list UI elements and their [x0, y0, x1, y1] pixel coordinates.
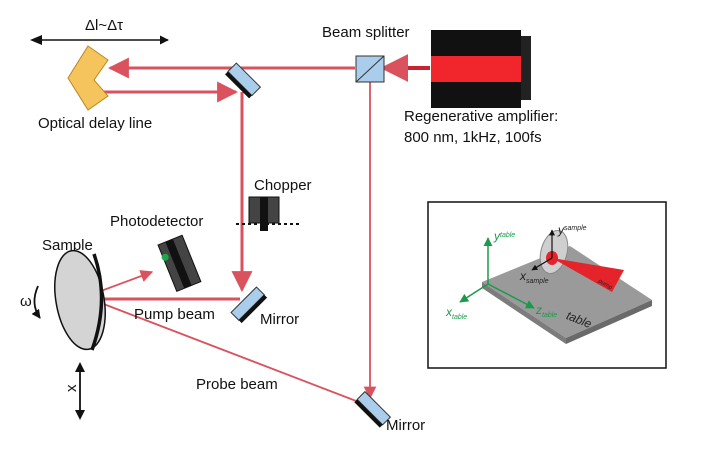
mirror-pump-icon — [230, 286, 268, 324]
mirror-upper-icon — [225, 62, 262, 99]
inset-pump-beam — [552, 258, 624, 292]
photodetector-icon — [157, 234, 202, 293]
x-table-label: xtable — [445, 305, 467, 321]
mirror-probe-label: Mirror — [386, 417, 425, 434]
beam-probe-to-sample — [86, 296, 365, 405]
mirror-probe-icon — [354, 390, 392, 428]
omega-label: ω — [20, 293, 32, 310]
table-top — [482, 246, 652, 338]
optical-delay-line-label: Optical delay line — [38, 115, 152, 132]
amplifier-icon — [431, 30, 531, 108]
sample-icon — [54, 249, 106, 351]
beam-splitter-label: Beam splitter — [322, 24, 410, 41]
sample-edge-icon — [90, 253, 104, 351]
delay-range-label: Δl~Δτ — [85, 17, 123, 34]
x-sample-label: xsample — [519, 269, 549, 285]
x-axis-label: x — [63, 384, 80, 392]
mirror-pump-label: Mirror — [260, 311, 299, 328]
sample-label: Sample — [42, 237, 93, 254]
probe-beam-label: Probe beam — [196, 376, 278, 393]
table-front — [566, 300, 652, 344]
beam-paths — [84, 54, 430, 301]
chopper-label: Chopper — [254, 177, 312, 194]
optical-delay-line-icon — [67, 45, 109, 111]
pump-beam-label: Pump beam — [134, 306, 215, 323]
y-sample-label: ysample — [557, 223, 587, 237]
photodetector-label: Photodetector — [110, 213, 203, 230]
amplifier-label-line1: Regenerative amplifier: — [404, 108, 558, 125]
beam-splitter-icon — [355, 55, 385, 83]
x-axis-arrow — [75, 362, 85, 420]
geometry-inset: table pump ysample xsample ytable xtable… — [427, 201, 667, 369]
amplifier-label-line2: 800 nm, 1kHz, 100fs — [404, 129, 542, 146]
rotation-arrow-icon — [31, 285, 41, 319]
y-table-label: ytable — [493, 229, 515, 243]
chopper-icon — [236, 196, 300, 231]
table-side — [482, 282, 566, 344]
z-table-label: ztable — [535, 303, 557, 319]
